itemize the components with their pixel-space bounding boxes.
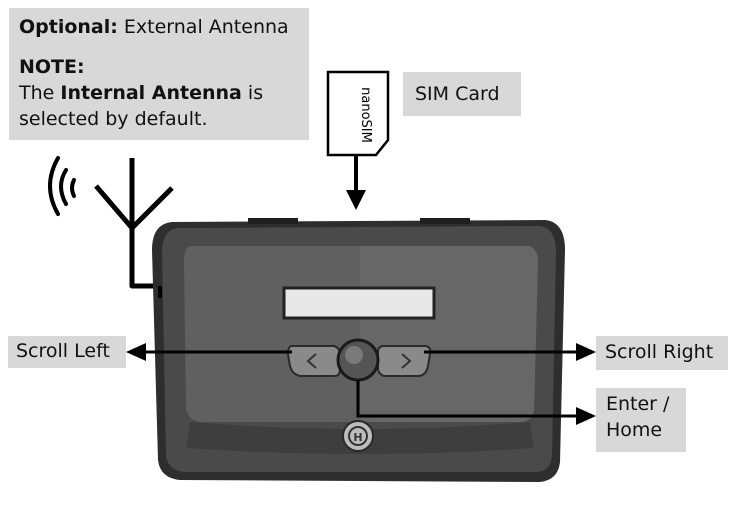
signal-waves-icon: [48, 156, 76, 216]
logo-icon: H: [342, 420, 374, 452]
scroll-left-arrow: [126, 343, 292, 361]
scroll-right-button[interactable]: [377, 345, 432, 377]
scroll-left-button[interactable]: [286, 345, 341, 377]
note-line-2: The Internal Antenna is: [19, 82, 264, 104]
chevron-right-icon: [401, 353, 412, 369]
optional-text: External Antenna: [117, 16, 289, 38]
scroll-left-label: Scroll Left: [8, 336, 126, 368]
chevron-left-icon: [306, 353, 317, 369]
enter-home-label: Enter / Home: [596, 388, 686, 452]
sim-card-icon: nanoSIM: [326, 70, 390, 157]
enter-line-2: Home: [606, 419, 663, 441]
enter-line-1: Enter /: [606, 393, 670, 415]
sim-card-label: SIM Card: [403, 72, 521, 116]
enter-home-arrow: [356, 380, 596, 425]
scroll-right-label: Scroll Right: [596, 336, 728, 370]
external-antenna-icon: [94, 158, 174, 289]
note-heading: NOTE:: [19, 56, 85, 78]
device-body: H: [152, 218, 565, 482]
internal-antenna-text: Internal Antenna: [60, 82, 242, 104]
sim-card-text: nanoSIM: [358, 87, 373, 143]
sim-arrow: [346, 156, 366, 210]
scroll-right-arrow: [424, 343, 596, 361]
optional-prefix: Optional:: [19, 16, 118, 38]
display-screen: [282, 286, 436, 320]
optional-line: Optional: External Antenna: [19, 14, 299, 40]
svg-text:H: H: [353, 431, 362, 444]
antenna-note-box: Optional: External Antenna NOTE: The Int…: [9, 8, 309, 140]
note-line-3: selected by default.: [19, 108, 208, 130]
